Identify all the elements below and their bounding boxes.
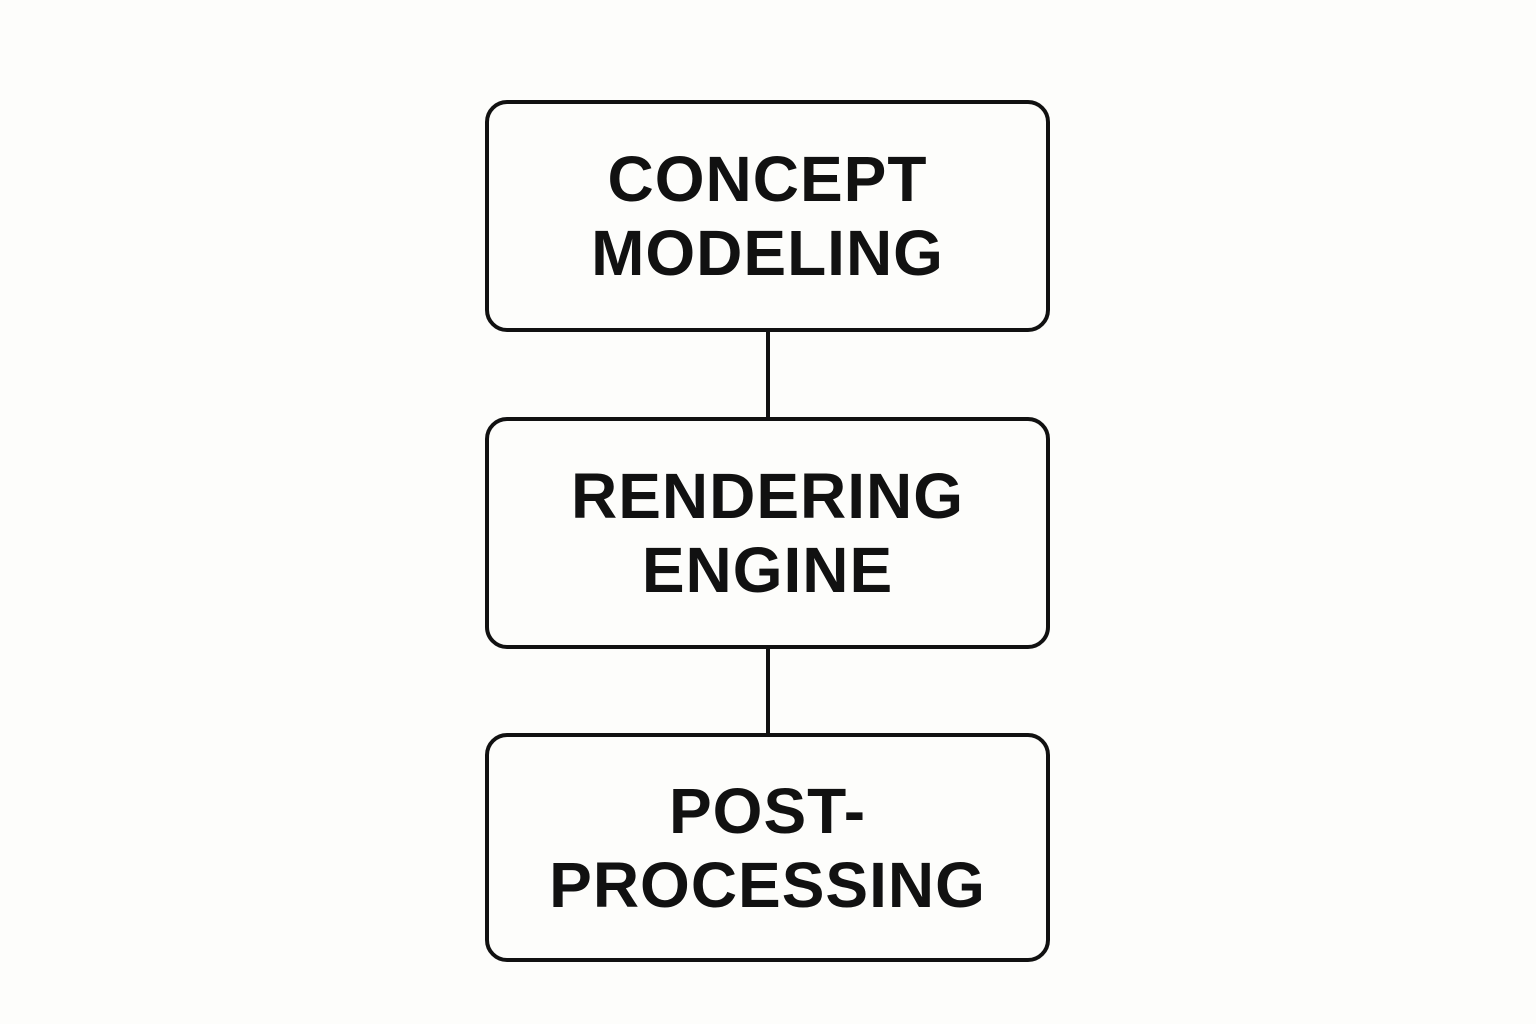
node-rendering-engine: RENDERING ENGINE — [485, 417, 1050, 649]
node-label-line: POST- — [668, 774, 867, 847]
node-label-line: PROCESSING — [549, 848, 986, 921]
node-label: RENDERING ENGINE — [571, 459, 964, 607]
node-label-line: CONCEPT — [607, 143, 928, 215]
node-concept-modeling: CONCEPT MODELING — [485, 100, 1050, 332]
connector-line — [766, 332, 770, 417]
node-post-processing: POST- PROCESSING — [485, 733, 1050, 962]
node-label: CONCEPT MODELING — [591, 142, 944, 290]
node-label: POST- PROCESSING — [549, 774, 986, 922]
node-label-line: MODELING — [591, 217, 944, 289]
node-label-line: ENGINE — [641, 534, 894, 606]
connector-line — [766, 649, 770, 733]
node-label-line: RENDERING — [570, 460, 965, 532]
